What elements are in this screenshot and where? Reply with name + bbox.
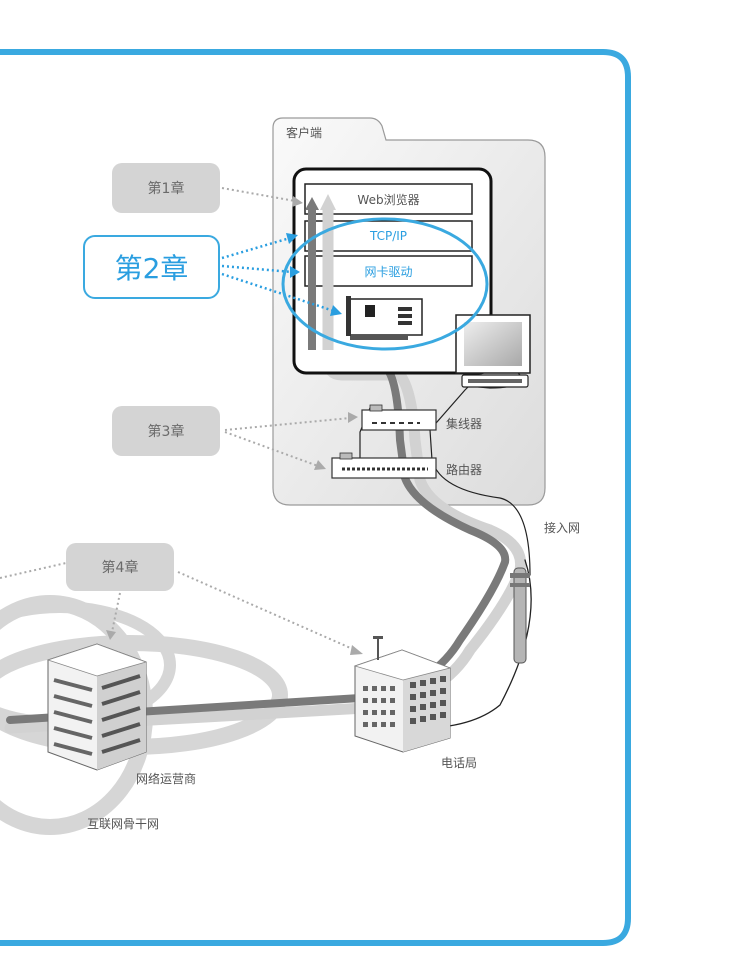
isp-label: 网络运营商 [136, 772, 197, 786]
chapter3-box: 第3章 [112, 406, 220, 456]
telephone-office-label: 电话局 [441, 756, 478, 770]
highlight-ellipse [281, 217, 489, 351]
hub-label: 集线器 [446, 417, 483, 431]
chapter2-box: 第2章 [83, 235, 220, 299]
access-network-label: 接入网 [544, 521, 581, 535]
nic-card-icon [346, 296, 423, 340]
chapter4-box: 第4章 [66, 543, 174, 591]
telephone-office-building [353, 636, 452, 753]
router-label: 路由器 [446, 463, 483, 477]
monitor-icon [455, 314, 531, 388]
browser-layer-label: Web浏览器 [357, 192, 420, 207]
utility-pole-icon [510, 567, 530, 664]
isp-building [46, 643, 148, 771]
pc-stack [292, 167, 493, 375]
chapter1-box: 第1章 [112, 163, 220, 213]
grey-arrowheads [106, 196, 363, 655]
driver-layer-label: 网卡驱动 [364, 264, 413, 279]
blue-dotted-arrows [221, 236, 335, 313]
hub-icon [361, 404, 437, 431]
tcpip-layer-label: TCP/IP [369, 229, 408, 243]
grey-dotted-arrows [0, 187, 356, 651]
blue-arrowheads [286, 233, 342, 316]
outer-frame [0, 49, 631, 946]
client-label: 客户端 [286, 126, 323, 140]
backbone-label: 互联网骨干网 [87, 817, 160, 831]
router-icon [331, 452, 437, 479]
